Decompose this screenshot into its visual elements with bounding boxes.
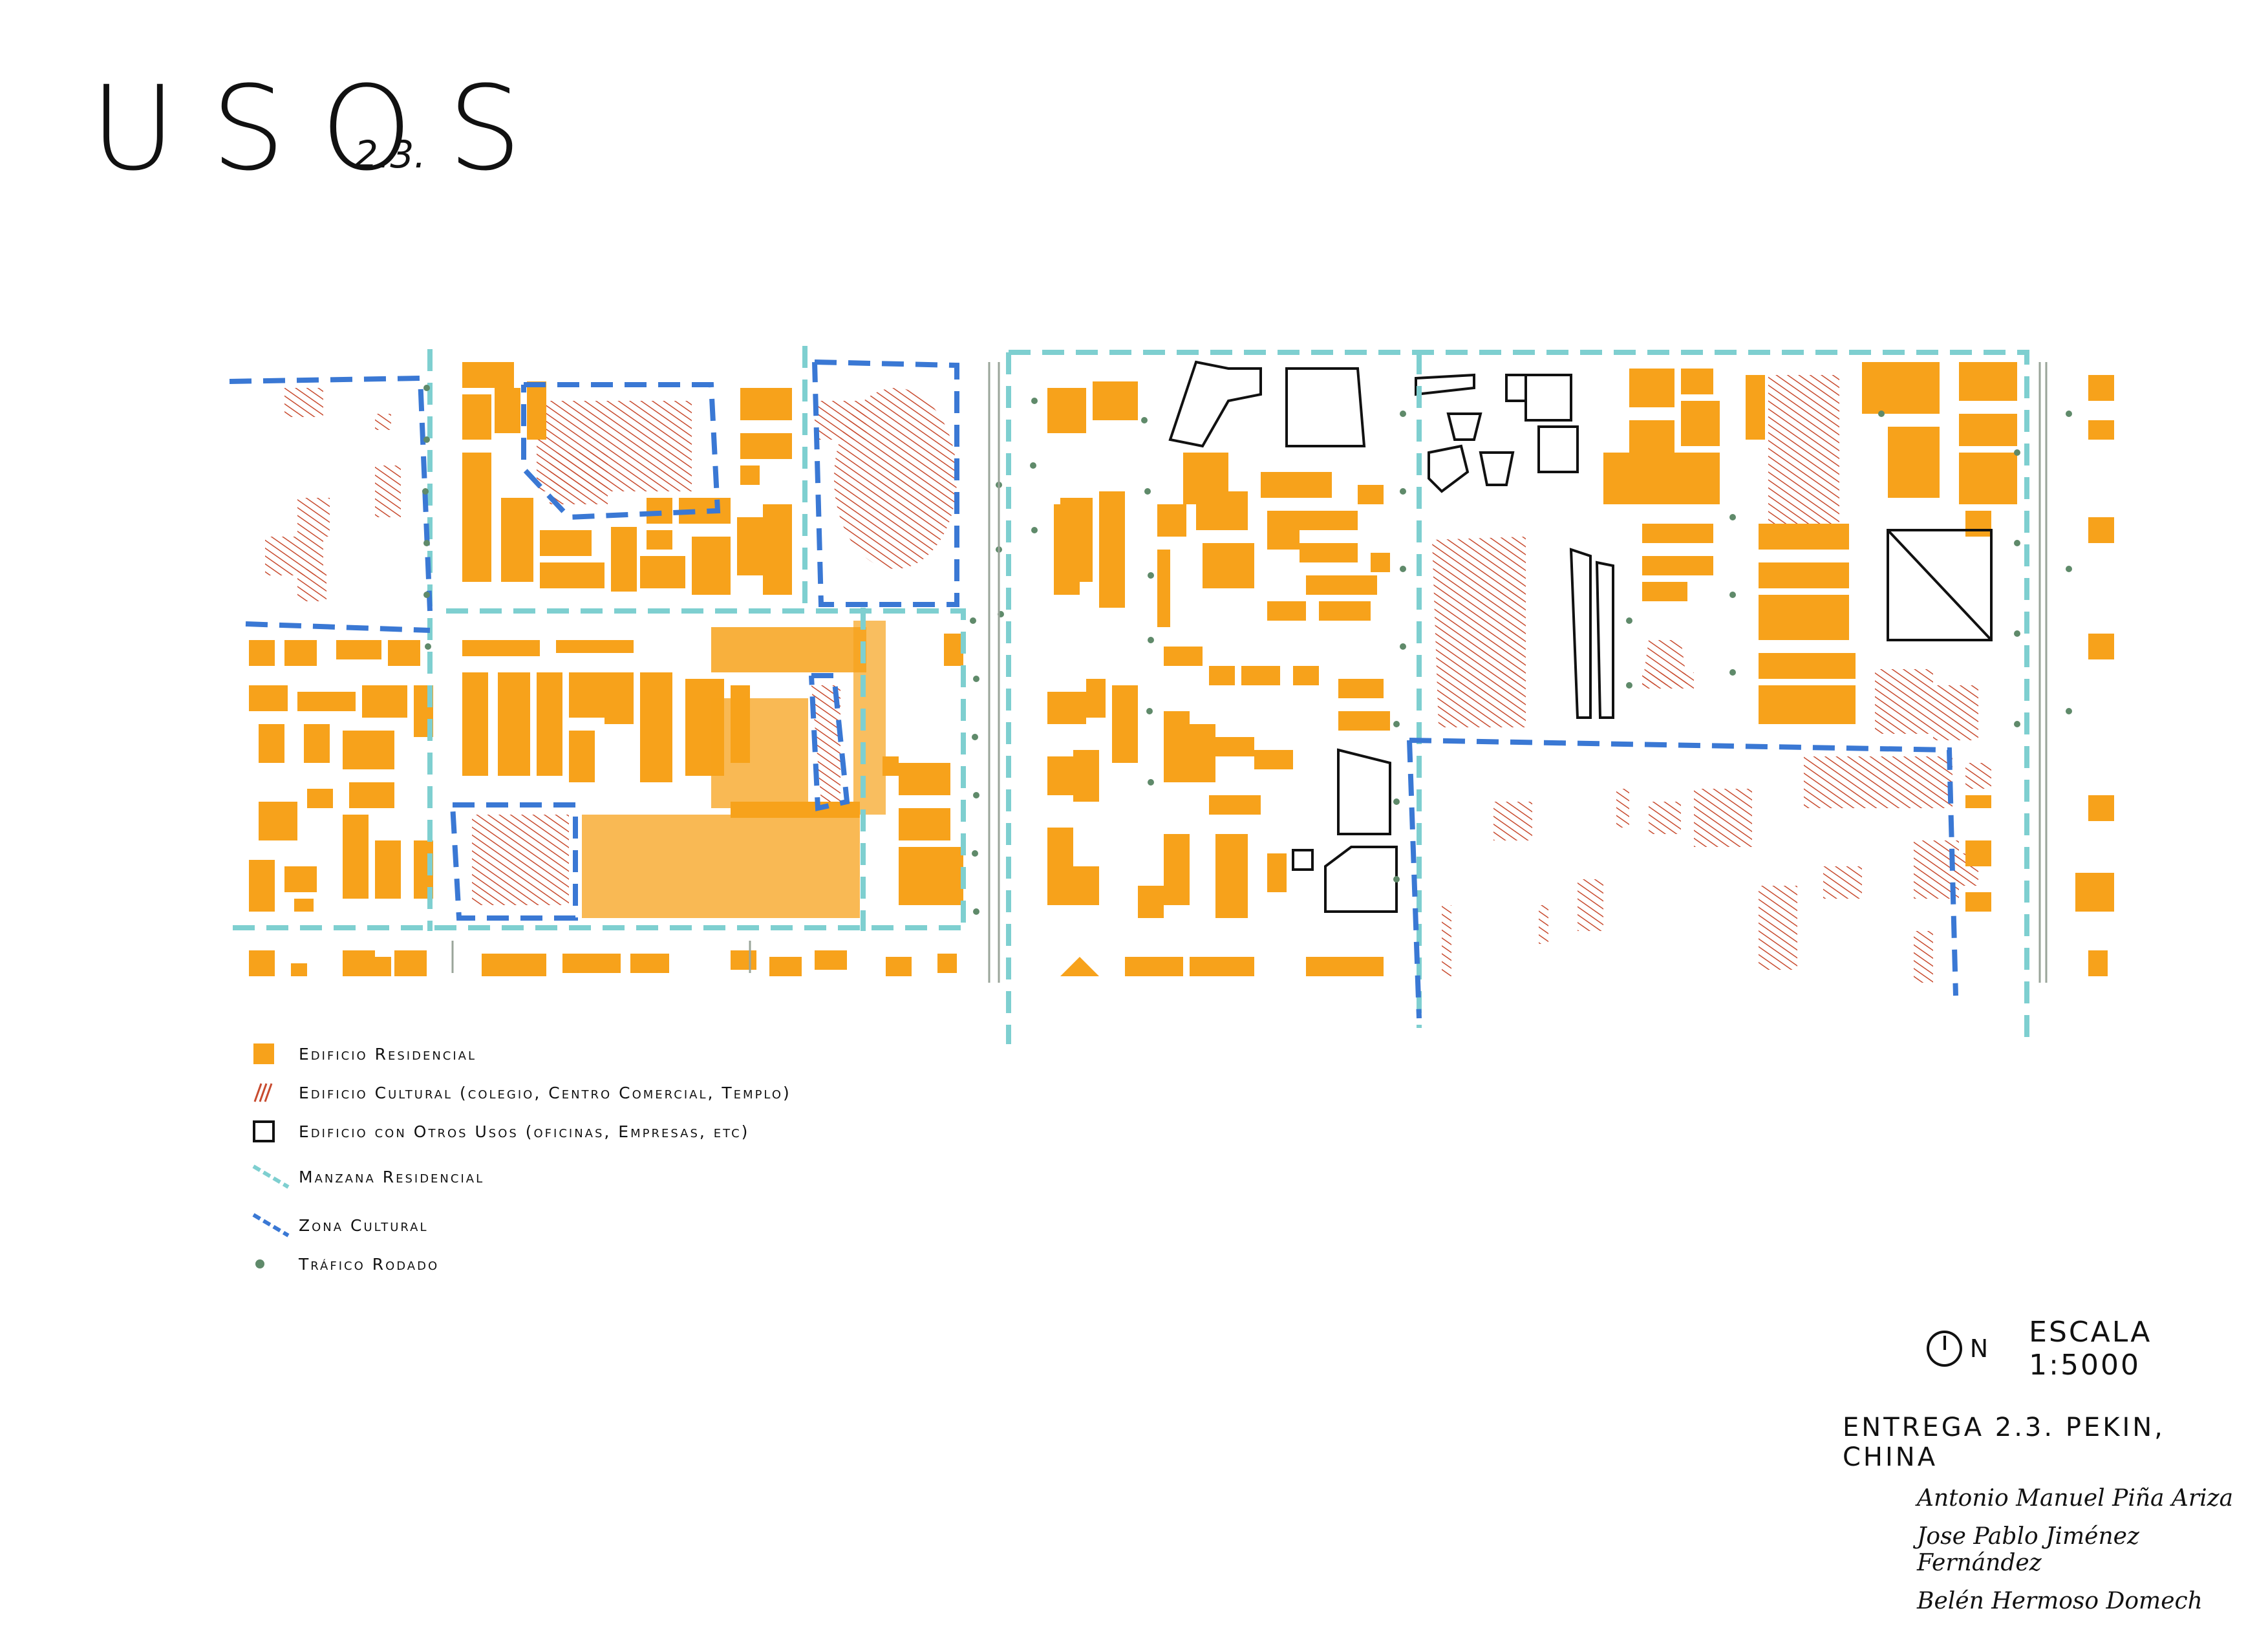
green-dot-icon bbox=[252, 1251, 291, 1277]
credits-block: ENTREGA 2.3. PEKIN, CHINA Antonio Manuel… bbox=[1843, 1413, 2268, 1626]
legend-item-otros: Edificio con Otros Usos (oficinas, Empre… bbox=[252, 1118, 749, 1144]
legend-label: Zona Cultural bbox=[299, 1215, 429, 1235]
legend-label: Edificio Residencial bbox=[299, 1044, 477, 1064]
author-name: Antonio Manuel Piña Ariza bbox=[1917, 1485, 2234, 1512]
legend-label: Edificio Cultural (colegio, Centro Comer… bbox=[299, 1083, 791, 1102]
author-name: Jose Pablo Jiménez Fernández bbox=[1917, 1523, 2139, 1576]
north-label: N bbox=[1969, 1334, 1991, 1363]
legend-label: Manzana Residencial bbox=[299, 1167, 485, 1186]
blue-dash-icon bbox=[252, 1212, 291, 1238]
legend-item-trafico: Tráfico Rodado bbox=[252, 1251, 439, 1277]
north-arrow-icon bbox=[1927, 1331, 1962, 1367]
page-title: USOS bbox=[91, 61, 557, 197]
other-use-buildings bbox=[1168, 360, 1993, 913]
black-outline-square-icon bbox=[252, 1118, 291, 1144]
legend-item-residencial: Edificio Residencial bbox=[252, 1041, 476, 1067]
teal-dash-icon bbox=[252, 1164, 291, 1190]
trafico-rodado-dots bbox=[422, 385, 2072, 915]
manzana-residencial-boundaries bbox=[233, 346, 2029, 1044]
road-lines bbox=[451, 362, 2048, 983]
page-subtitle: 2.3. bbox=[354, 133, 426, 177]
legend-item-cultural: Edificio Cultural (colegio, Centro Comer… bbox=[252, 1080, 791, 1106]
legend-label: Tráfico Rodado bbox=[299, 1254, 440, 1274]
author-name: Belén Hermoso Domech bbox=[1917, 1588, 2203, 1614]
scale-block: N ESCALA 1:5000 bbox=[1927, 1316, 2268, 1382]
cultural-buildings bbox=[265, 375, 1991, 983]
orange-square-icon bbox=[252, 1041, 291, 1067]
zona-cultural-boundaries bbox=[229, 359, 1958, 1019]
legend-item-manzana: Manzana Residencial bbox=[252, 1164, 484, 1190]
entrega-label: ENTREGA 2.3. PEKIN, CHINA bbox=[1843, 1413, 2165, 1472]
red-hatch-icon bbox=[252, 1080, 291, 1106]
legend-item-zona-cultural: Zona Cultural bbox=[252, 1212, 429, 1238]
legend-label: Edificio con Otros Usos (oficinas, Empre… bbox=[299, 1122, 750, 1141]
residential-buildings bbox=[249, 362, 2114, 976]
scale-label: ESCALA 1:5000 bbox=[2029, 1316, 2152, 1382]
